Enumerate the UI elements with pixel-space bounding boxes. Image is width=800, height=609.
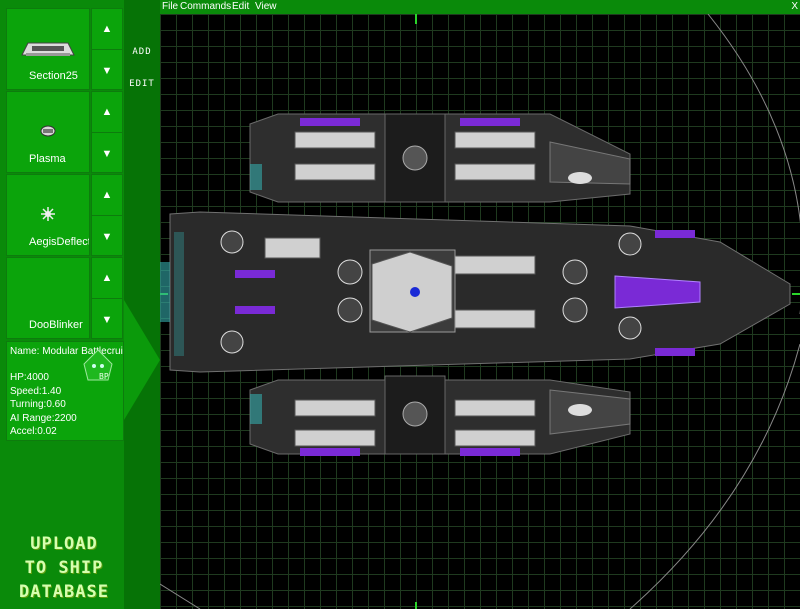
arrow-down-icon: ▼: [101, 313, 113, 326]
upload-to-database-button[interactable]: UPLOAD TO SHIP DATABASE: [14, 532, 114, 604]
arrow-up-icon: ▲: [101, 189, 113, 201]
part-slot-dooblinker[interactable]: DooBlinker: [6, 257, 90, 339]
move-down-button[interactable]: ▼: [92, 50, 122, 91]
edit-button[interactable]: EDIT: [127, 70, 157, 98]
deflector-icon: [7, 199, 89, 229]
arrow-down-icon: ▼: [101, 64, 113, 77]
slot-order-arrows: ▲ ▼: [91, 91, 123, 173]
move-down-button[interactable]: ▼: [92, 299, 122, 340]
arrow-down-icon: ▼: [101, 230, 113, 243]
menu-file[interactable]: File: [162, 1, 179, 12]
move-up-button[interactable]: ▲: [92, 92, 122, 133]
range-arc: [707, 14, 800, 314]
add-button[interactable]: ADD: [127, 38, 157, 66]
move-up-button[interactable]: ▲: [92, 175, 122, 216]
ship-badge-icon: BP: [80, 348, 116, 389]
panel-bevel-notch: [124, 300, 160, 420]
slot-label: Section25: [29, 70, 78, 82]
left-panel: Section25 ▲ ▼ Plasma ▲ ▼ Aegi: [0, 0, 160, 609]
part-slot-section25[interactable]: Section25: [6, 8, 90, 90]
move-up-button[interactable]: ▲: [92, 258, 122, 299]
arrow-down-icon: ▼: [101, 147, 113, 160]
part-slot-plasma[interactable]: Plasma: [6, 91, 90, 173]
menu-edit[interactable]: Edit: [232, 1, 250, 12]
ship-accel: Accel:0.02: [10, 426, 57, 438]
ship-hp: HP:4000: [10, 372, 49, 384]
part-slot-aegisdeflecto[interactable]: AegisDeflecto: [6, 174, 90, 256]
menu-commands[interactable]: Commands: [180, 1, 232, 12]
ship-speed: Speed:1.40: [10, 385, 62, 397]
move-down-button[interactable]: ▼: [92, 133, 122, 174]
range-arc: [629, 343, 800, 609]
lower-hull-section: [249, 375, 631, 456]
close-icon[interactable]: X: [791, 1, 798, 12]
badge-text: BP: [99, 372, 109, 381]
menu-view[interactable]: View: [255, 1, 277, 12]
upload-line-1: UPLOAD: [30, 534, 98, 554]
move-up-button[interactable]: ▲: [92, 9, 122, 50]
main-hull-section: [160, 211, 791, 373]
ship-ai-range: AI Range:2200: [10, 412, 77, 424]
slot-order-arrows: ▲ ▼: [91, 8, 123, 90]
menu-bar: File Commands Edit View X: [160, 0, 800, 14]
arrow-up-icon: ▲: [101, 272, 113, 284]
ship-turning: Turning:0.60: [10, 399, 66, 411]
plasma-weapon-icon: [7, 116, 89, 146]
slot-order-arrows: ▲ ▼: [91, 257, 123, 339]
ship-name: Name: Modular Battlecruiser Mk: [10, 346, 123, 357]
slot-label: DooBlinker: [29, 319, 83, 331]
ship-blueprint: [160, 14, 800, 609]
arrow-up-icon: ▲: [101, 106, 113, 118]
upper-hull-section: [249, 113, 631, 203]
ship-editor-canvas[interactable]: [160, 14, 800, 609]
upload-line-2: TO SHIP: [24, 558, 104, 578]
slot-label: AegisDeflecto: [29, 236, 89, 248]
move-down-button[interactable]: ▼: [92, 216, 122, 257]
range-arc: [160, 583, 201, 609]
slot-label: Plasma: [29, 153, 66, 165]
arrow-up-icon: ▲: [101, 23, 113, 35]
ship-section-icon: [7, 33, 89, 63]
slot-order-arrows: ▲ ▼: [91, 174, 123, 256]
upload-line-3: DATABASE: [19, 582, 109, 602]
